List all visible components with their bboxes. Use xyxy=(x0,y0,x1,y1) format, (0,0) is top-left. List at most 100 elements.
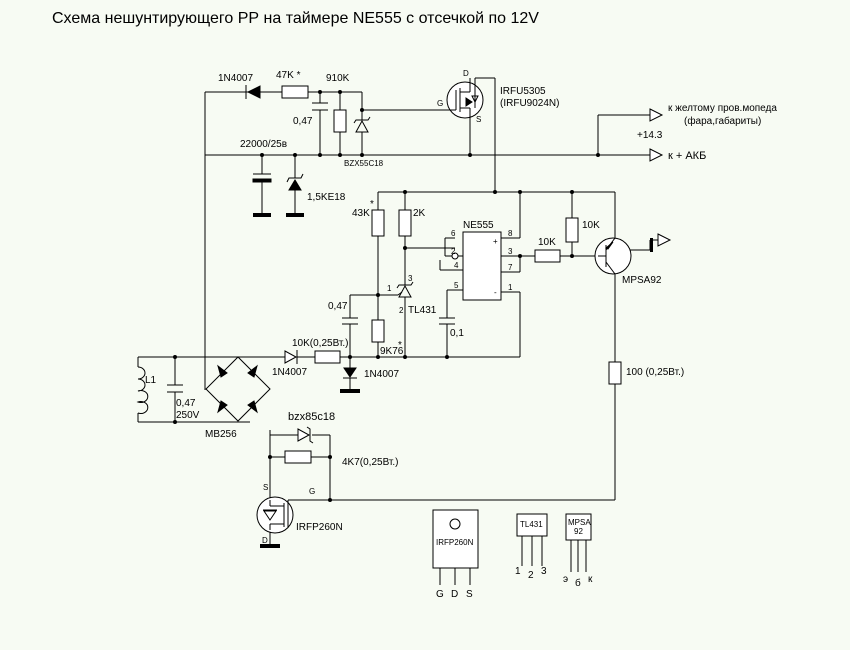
junction-dot xyxy=(268,455,272,459)
junction-dot xyxy=(493,190,497,194)
label-d-top: 1N4007 xyxy=(218,73,253,84)
capacitor-coil xyxy=(167,384,183,393)
junction-dot xyxy=(338,90,342,94)
junction-dot xyxy=(518,254,522,258)
label-zener-top: BZX55C18 xyxy=(344,159,384,168)
label-pkg-mpsa-e: э xyxy=(563,574,568,585)
junction-dot xyxy=(376,355,380,359)
transistor-mpsa92 xyxy=(594,237,632,275)
label-c-047-mid: 0,47 xyxy=(328,301,348,312)
label-r-43k: 43K xyxy=(352,208,370,219)
label-pin-g-top: G xyxy=(437,99,443,108)
ground-mosfet xyxy=(260,544,280,548)
label-pin-s-low: S xyxy=(263,483,268,492)
diode-1n4007-low xyxy=(343,367,357,379)
label-c-coil-1: 0,47 xyxy=(176,398,196,409)
resistor-10k-base xyxy=(534,249,561,263)
label-pin3: 3 xyxy=(508,247,513,256)
label-pin-g-low: G xyxy=(309,487,315,496)
resistor-9k76 xyxy=(371,319,385,343)
label-c-01: 0,1 xyxy=(450,328,464,339)
label-pkg-mpsa-2: 92 xyxy=(574,527,583,536)
junction-dot xyxy=(445,355,449,359)
label-pin2: 2 xyxy=(451,247,456,256)
label-d-mid: 1N4007 xyxy=(272,367,307,378)
label-c-047-top: 0,47 xyxy=(293,116,313,127)
label-pin-minus: - xyxy=(494,288,497,297)
label-r-100: 100 (0,25Вт.) xyxy=(626,367,684,378)
resistor-10k-025 xyxy=(314,350,341,364)
mosfet-irfp260n xyxy=(256,496,296,534)
resistor-43k xyxy=(371,209,385,237)
junction-dot xyxy=(260,153,264,157)
package-tl431 xyxy=(516,513,548,566)
label-r-43k-star: * xyxy=(370,199,374,210)
zener-bzx55c18 xyxy=(353,116,371,133)
label-tl-pin3: 3 xyxy=(408,274,413,283)
label-voltage: +14.3 xyxy=(637,130,663,141)
label-r-4k7: 4K7(0,25Вт.) xyxy=(342,457,399,468)
label-pin6: 6 xyxy=(451,229,456,238)
capacitor-047-mid xyxy=(342,317,358,325)
label-pkg-mpsa-1: MPSA xyxy=(568,518,591,527)
label-pkg-tl-1: 1 xyxy=(515,566,521,577)
tvs-1-5ke18 xyxy=(286,173,304,191)
capacitor-01 xyxy=(439,317,455,325)
label-out-yellow-1: к желтому пров.мопеда xyxy=(668,103,777,114)
package-irfp260n xyxy=(432,509,479,585)
label-r-2k: 2K xyxy=(413,208,426,219)
junction-dot xyxy=(518,190,522,194)
junction-dot xyxy=(403,355,407,359)
capacitor-22000uf xyxy=(252,173,272,183)
output-arrow-mpsa xyxy=(657,233,672,247)
label-r-10k-h: 10K xyxy=(538,237,556,248)
label-r-10k-v: 10K xyxy=(582,220,600,231)
label-mosfet-p: IRFU5305 xyxy=(500,86,546,97)
bridge-rectifier-mb256 xyxy=(205,356,271,422)
junction-dot xyxy=(360,108,364,112)
junction-dot xyxy=(173,420,177,424)
label-tvs: 1,5KE18 xyxy=(307,192,346,203)
label-pkg-mpsa-k: к xyxy=(588,574,593,585)
junction-dot xyxy=(338,153,342,157)
label-pin-s-top: S xyxy=(476,115,481,124)
label-r-9k76: 9K76 xyxy=(380,346,404,357)
label-pin5: 5 xyxy=(454,281,459,290)
label-pkg-tl: TL431 xyxy=(520,520,543,529)
shunt-regulator-tl431 xyxy=(396,281,414,298)
label-tl431: TL431 xyxy=(408,305,437,316)
label-pkg-irfp-g: G xyxy=(436,589,444,600)
label-out-akb: к + АКБ xyxy=(668,150,706,162)
junction-dot xyxy=(173,355,177,359)
ground-tvs xyxy=(286,213,304,217)
label-pkg-irfp: IRFP260N xyxy=(436,538,474,547)
junction-dot xyxy=(318,153,322,157)
zener-bzx85c18 xyxy=(297,426,314,444)
label-pkg-mpsa-b: б xyxy=(575,577,581,589)
junction-dot xyxy=(328,455,332,459)
label-pin1: 1 xyxy=(508,283,513,292)
junction-dot xyxy=(570,190,574,194)
resistor-910k xyxy=(333,109,347,133)
label-pin-d-top: D xyxy=(463,69,469,78)
label-pin8: 8 xyxy=(508,229,513,238)
label-c-big: 22000/25в xyxy=(240,139,287,150)
resistor-2k xyxy=(398,209,412,237)
junction-dot xyxy=(596,153,600,157)
label-pin4: 4 xyxy=(454,261,459,270)
label-tl-pin1: 1 xyxy=(387,284,392,293)
label-c-coil-2: 250V xyxy=(176,410,200,421)
label-pkg-irfp-d: D xyxy=(451,589,458,600)
label-mosfet-p-alt: (IRFU9024N) xyxy=(500,98,559,109)
output-arrow-yellow-wire xyxy=(649,108,664,122)
label-transistor: MPSA92 xyxy=(622,275,662,286)
label-pin-d-low: D xyxy=(262,536,268,545)
ic-ne555 xyxy=(462,231,502,301)
label-coil: L1 xyxy=(145,375,157,386)
ground-transistor xyxy=(650,238,653,252)
diode-1n4007-mid xyxy=(284,350,298,364)
resistor-47k xyxy=(281,85,309,99)
capacitor-047-top xyxy=(312,102,328,111)
label-bridge: MB256 xyxy=(205,429,237,440)
